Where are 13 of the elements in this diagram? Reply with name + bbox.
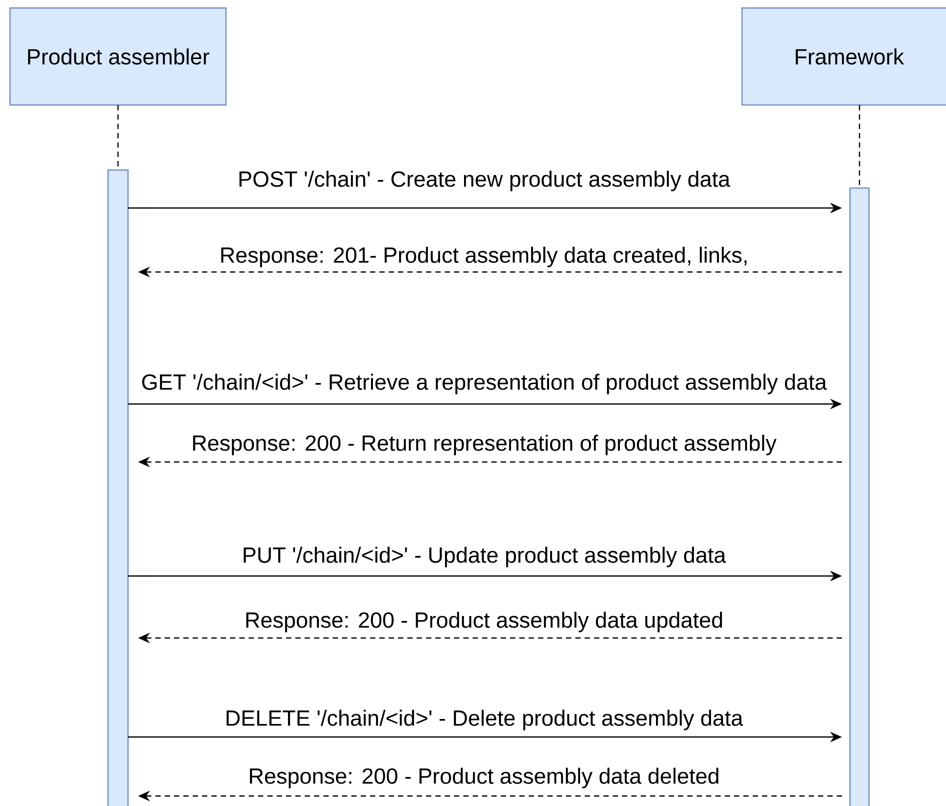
edge-label: Response: 200 - Product assembly data updated	[246, 612, 722, 632]
edge-label: DELETE '/chain/<id>' - Delete product assembly data	[226, 710, 744, 730]
edge-label: PUT '/chain/<id>' - Update product assembly data	[244, 546, 726, 568]
edge-label: Response: 201- Product assembly data created, links,	[221, 246, 746, 268]
lifeline	[858, 105, 860, 188]
activation-bar	[107, 169, 129, 806]
edge-label: Response: 200 - Product assembly data deleted	[250, 768, 718, 788]
participant-box: Framework	[741, 7, 946, 106]
edge-label: GET '/chain/<id>' - Retrieve a representation of product assembly data	[142, 374, 827, 394]
edge-label: Response: 200 - Return representation of product assembly	[193, 434, 777, 456]
participant-box: Product assembler	[9, 7, 227, 106]
edge-label: POST '/chain' - Create new product assembly data	[240, 170, 730, 192]
activation-bar	[849, 187, 870, 806]
